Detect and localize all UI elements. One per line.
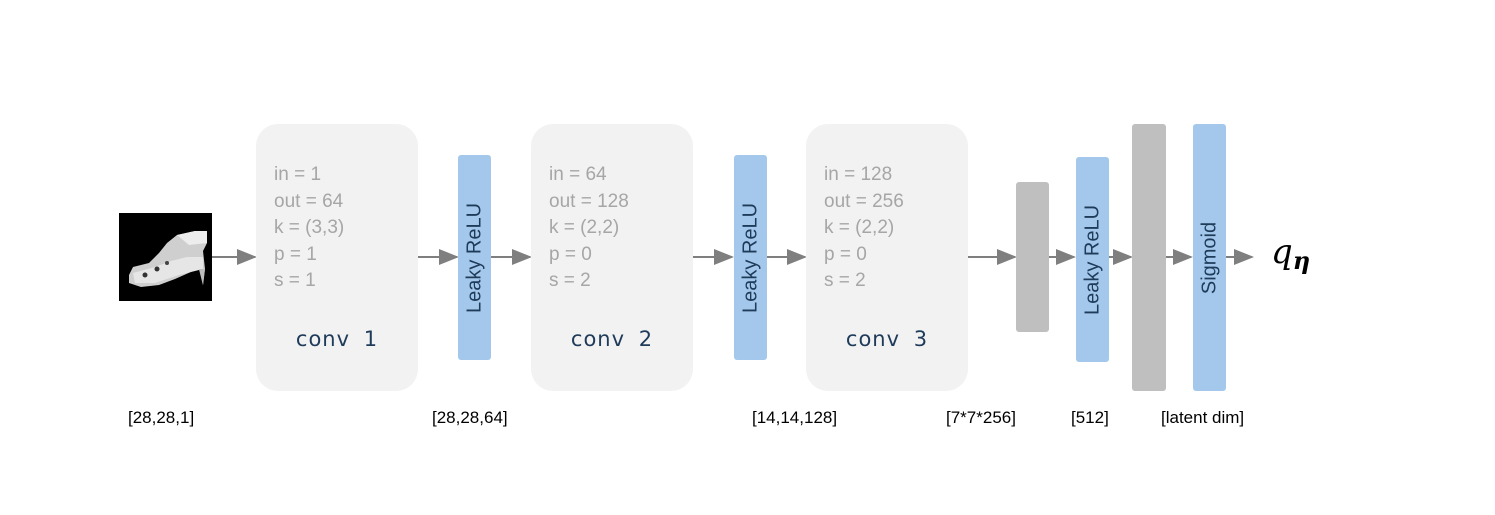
leaky-relu-1-label: Leaky ReLU — [463, 202, 485, 313]
conv3-label: conv 3 — [845, 327, 929, 351]
sigmoid-layer: Sigmoid — [1193, 124, 1226, 391]
param: p = 0 — [824, 243, 867, 265]
conv1-params: in = 1 out = 64 k = (3,3) p = 1 s = 1 — [274, 162, 344, 295]
param: out = 64 — [274, 190, 344, 212]
leaky-relu-1: Leaky ReLU — [458, 155, 491, 360]
dim-label-conv1: [28,28,64] — [432, 408, 508, 427]
leaky-relu-2: Leaky ReLU — [734, 155, 767, 360]
conv2-label: conv 2 — [570, 327, 654, 351]
leaky-relu-3-label: Leaky ReLU — [1081, 204, 1103, 315]
output-q: q — [1271, 232, 1293, 272]
param: out = 256 — [824, 190, 904, 212]
param: k = (2,2) — [824, 217, 895, 238]
param: s = 1 — [274, 270, 316, 291]
conv3-block: in = 128 out = 256 k = (2,2) p = 0 s = 2… — [806, 124, 968, 391]
shoe-image-icon — [129, 231, 207, 287]
output-subscript: η — [1292, 246, 1311, 275]
param: out = 128 — [549, 190, 629, 212]
conv2-block: in = 64 out = 128 k = (2,2) p = 0 s = 2 … — [531, 124, 693, 391]
dim-label-latent: [latent dim] — [1161, 408, 1245, 427]
param: p = 1 — [274, 243, 317, 265]
param: in = 1 — [274, 164, 322, 185]
flatten-layer — [1016, 182, 1049, 332]
dense-layer — [1132, 124, 1166, 391]
dim-label-conv2: [14,14,128] — [752, 408, 838, 427]
param: in = 64 — [549, 164, 607, 185]
dim-label-input: [28,28,1] — [128, 408, 195, 427]
conv1-block: in = 1 out = 64 k = (3,3) p = 1 s = 1 co… — [256, 124, 418, 391]
conv2-params: in = 64 out = 128 k = (2,2) p = 0 s = 2 — [549, 162, 629, 295]
leaky-relu-2-label: Leaky ReLU — [739, 202, 761, 313]
dim-label-flatten: [7*7*256] — [946, 408, 1016, 427]
param: k = (3,3) — [274, 217, 345, 238]
param: in = 128 — [824, 164, 893, 185]
param: s = 2 — [549, 270, 591, 291]
output-symbol: qη — [1271, 232, 1310, 275]
input-image — [119, 213, 212, 301]
dim-label-dense: [512] — [1071, 408, 1109, 427]
param: s = 2 — [824, 270, 866, 291]
param: p = 0 — [549, 243, 592, 265]
sigmoid-label: Sigmoid — [1198, 221, 1220, 294]
conv3-params: in = 128 out = 256 k = (2,2) p = 0 s = 2 — [824, 162, 904, 295]
param: k = (2,2) — [549, 217, 620, 238]
conv1-label: conv 1 — [295, 327, 379, 351]
leaky-relu-3: Leaky ReLU — [1076, 157, 1109, 362]
